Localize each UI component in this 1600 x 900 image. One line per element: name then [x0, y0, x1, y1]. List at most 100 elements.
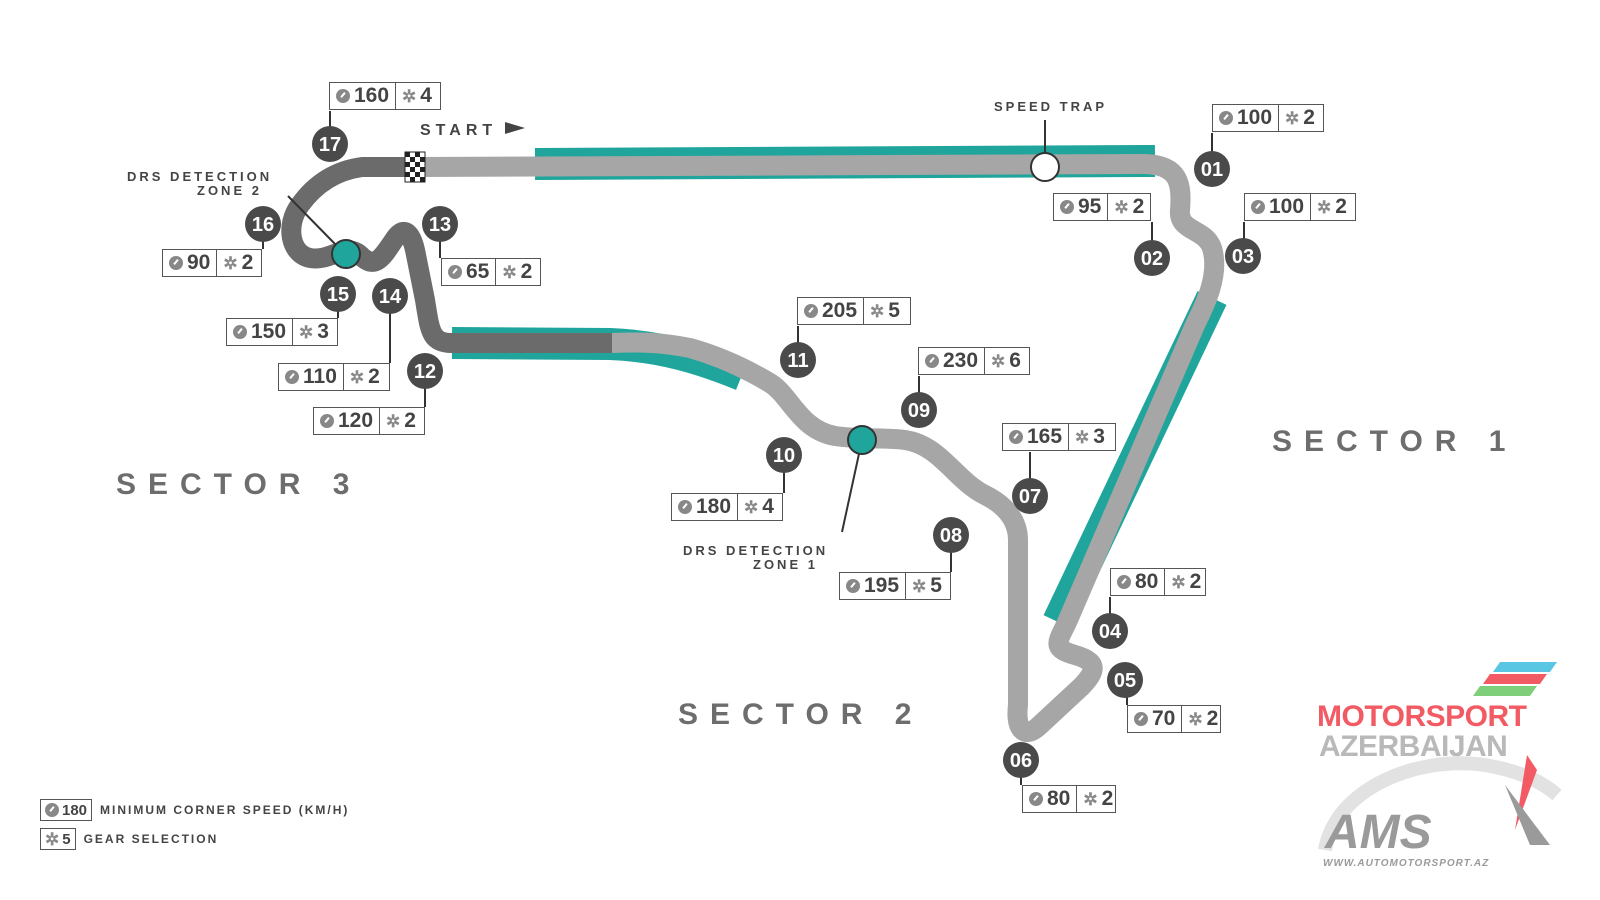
speedometer-icon — [285, 370, 299, 384]
sector-2-label: SECTOR 2 — [678, 698, 924, 731]
corner-speed-cell: 70 — [1128, 706, 1181, 732]
corner-11-info-box: 205✲5 — [797, 297, 911, 325]
corner-gear-cell: ✲4 — [395, 83, 438, 109]
speedometer-icon — [1117, 575, 1131, 589]
corner-gear-cell: ✲2 — [1164, 569, 1207, 595]
corner-gear-value: 3 — [317, 320, 329, 343]
gear-icon: ✲ — [1285, 108, 1300, 128]
corner-speed-value: 90 — [187, 251, 211, 274]
drs-detection-1-label-line2: ZONE 1 — [753, 557, 818, 572]
corner-speed-cell: 120 — [314, 408, 379, 434]
corner-gear-value: 4 — [420, 84, 432, 107]
corner-13-circle — [422, 206, 458, 242]
corner-speed-cell: 65 — [442, 259, 495, 285]
corner-05-circle — [1107, 662, 1143, 698]
corner-speed-value: 180 — [696, 495, 732, 518]
corner-02-info-box: 95✲2 — [1053, 193, 1151, 221]
speedometer-icon — [1009, 430, 1023, 444]
corner-05-number: 05 — [1114, 670, 1136, 692]
corner-15-info-box: 150✲3 — [226, 318, 338, 346]
corner-04-number: 04 — [1099, 621, 1122, 643]
start-finish-flag-icon — [404, 151, 426, 183]
corner-10-number: 10 — [773, 445, 795, 467]
legend-speed-example: 180 — [62, 801, 88, 819]
legend-gear-box: ✲ 5 — [40, 828, 76, 850]
gear-icon: ✲ — [349, 367, 365, 387]
drs-detection-2-marker — [331, 239, 361, 269]
corner-gear-value: 2 — [1206, 707, 1219, 730]
corner-gear-cell: ✲3 — [292, 319, 335, 345]
corner-speed-value: 230 — [943, 349, 979, 372]
corner-10-marker: 10 — [766, 437, 802, 473]
speedometer-icon — [45, 803, 59, 817]
corner-13-number: 13 — [429, 214, 451, 236]
corner-14-info-box: 110✲2 — [278, 363, 390, 391]
gear-icon: ✲ — [1188, 709, 1203, 729]
speedometer-icon — [1251, 200, 1265, 214]
corner-16-marker: 16 — [245, 206, 281, 242]
corner-15-circle — [320, 276, 356, 312]
speedometer-icon — [448, 265, 462, 279]
corner-01-circle — [1194, 151, 1230, 187]
corner-gear-cell: ✲6 — [984, 348, 1027, 374]
corner-03-circle — [1225, 238, 1261, 274]
corner-speed-value: 80 — [1135, 570, 1159, 593]
motorsport-azerbaijan-logo: MOTORSPORT AZERBAIJAN AMS WWW.AUTOMOTORS… — [1305, 660, 1570, 880]
corner-speed-value: 95 — [1078, 195, 1102, 218]
corner-14-circle — [372, 278, 408, 314]
corner-05-marker: 05 — [1107, 662, 1143, 698]
corner-17-marker: 17 — [312, 126, 348, 162]
speedometer-icon — [1219, 111, 1233, 125]
corner-speed-cell: 80 — [1023, 786, 1076, 812]
start-label: START — [420, 122, 497, 139]
corner-gear-cell: ✲2 — [1310, 194, 1353, 220]
corner-08-circle — [933, 517, 969, 553]
corner-speed-cell: 180 — [672, 494, 737, 520]
corner-13-marker: 13 — [422, 206, 458, 242]
corner-06-marker: 06 — [1003, 742, 1039, 778]
speedometer-icon — [169, 256, 183, 270]
gear-icon: ✲ — [502, 262, 517, 282]
corner-08-info-box: 195✲5 — [839, 572, 951, 600]
corner-speed-cell: 205 — [798, 298, 863, 324]
drs-detection-1-label-line1: DRS DETECTION — [683, 543, 828, 558]
corner-gear-value: 5 — [930, 574, 942, 597]
speedometer-icon — [233, 325, 247, 339]
speedometer-icon — [1060, 200, 1074, 214]
drs-detection-2-label-line2: ZONE 2 — [197, 183, 262, 198]
corner-02-number: 02 — [1141, 248, 1163, 270]
corner-06-circle — [1003, 742, 1039, 778]
speedometer-icon — [804, 304, 818, 318]
gear-icon: ✲ — [1317, 197, 1332, 217]
corner-15-number: 15 — [327, 284, 349, 306]
corner-gear-cell: ✲5 — [905, 573, 948, 599]
corner-12-circle — [407, 353, 443, 389]
corner-gear-cell: ✲2 — [342, 364, 386, 390]
gear-icon: ✲ — [223, 253, 238, 273]
logo-flag-stripes-icon — [1318, 662, 1562, 852]
legend-gear: ✲ 5 GEAR SELECTION — [40, 828, 218, 850]
corner-08-number: 08 — [940, 525, 962, 547]
corner-08-marker: 08 — [933, 517, 969, 553]
gear-icon: ✲ — [386, 411, 401, 431]
gear-icon: ✲ — [1083, 789, 1098, 809]
corner-11-circle — [780, 342, 816, 378]
drs-detection-2-pointer — [287, 195, 337, 246]
corner-speed-value: 150 — [251, 320, 287, 343]
legend-speed-text: MINIMUM CORNER SPEED (KM/H) — [100, 803, 350, 817]
corner-speed-cell: 110 — [279, 364, 343, 390]
corner-04-marker: 04 — [1092, 613, 1128, 649]
gear-icon: ✲ — [402, 86, 417, 106]
corner-02-circle — [1134, 240, 1170, 276]
drs-detection-1-marker — [847, 425, 877, 455]
corner-speed-value: 165 — [1027, 425, 1063, 448]
speedometer-icon — [320, 414, 334, 428]
corner-gear-cell: ✲2 — [495, 259, 538, 285]
corner-12-marker: 12 — [407, 353, 443, 389]
corner-09-circle — [901, 392, 937, 428]
start-arrow-icon — [505, 122, 525, 134]
corner-03-info-box: 100✲2 — [1244, 193, 1356, 221]
corner-14-marker: 14 — [372, 278, 408, 314]
